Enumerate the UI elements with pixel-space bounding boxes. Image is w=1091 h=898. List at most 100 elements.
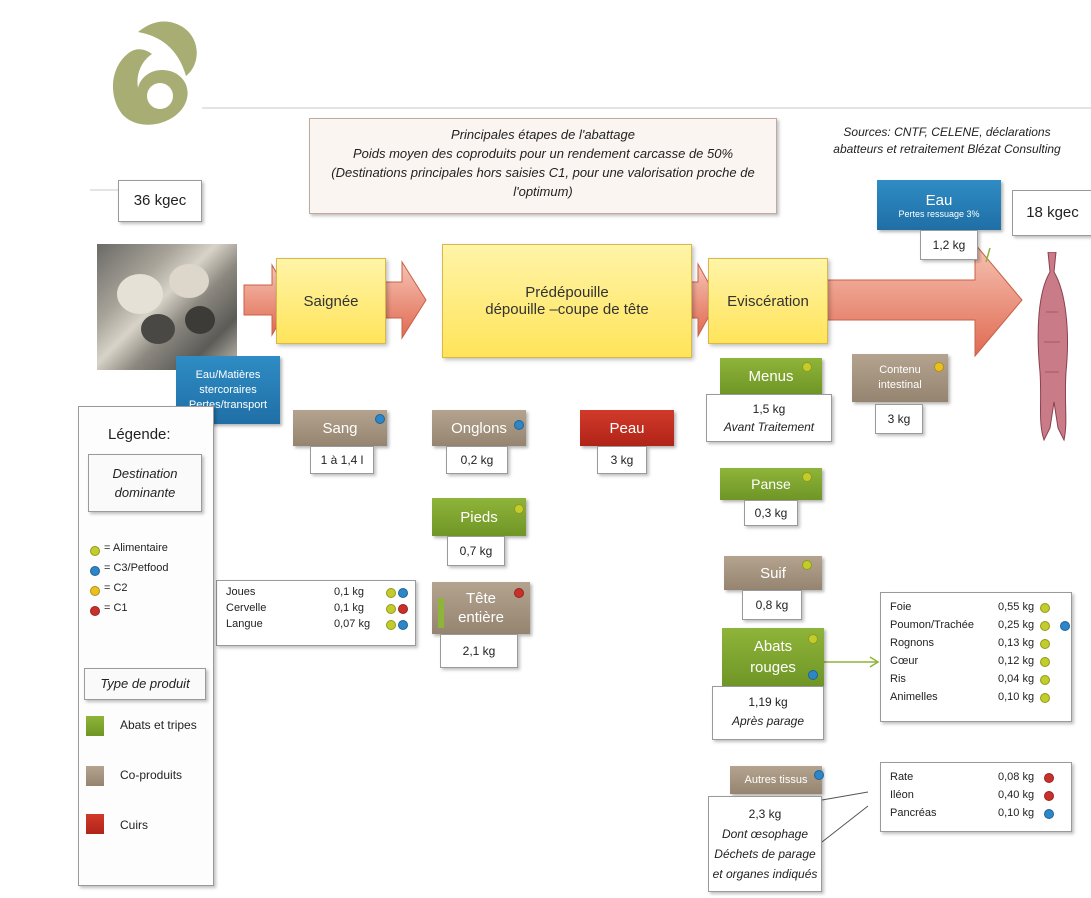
eau-value: 1,2 kg	[920, 230, 978, 260]
sang-dot	[375, 414, 385, 424]
abats-row-value: 0,10 kg	[998, 691, 1035, 703]
header-line-2: Poids moyen des coproduits pour un rende…	[352, 146, 734, 161]
abats-row-name: Poumon/Trachée	[890, 619, 974, 631]
dot-alimentaire	[1040, 693, 1050, 703]
sang-value: 1 à 1,4 l	[310, 446, 374, 474]
sang-tag: Sang	[293, 410, 387, 446]
abats-row-value: 0,04 kg	[998, 673, 1035, 685]
suif-dot	[802, 560, 812, 570]
autres-details-box	[880, 762, 1072, 832]
live-weight-box: 36 kgec	[118, 180, 202, 222]
panse-dot	[802, 472, 812, 482]
abats-row-name: Ris	[890, 673, 906, 685]
step-saignee: Saignée	[276, 258, 386, 344]
abats-row-name: Rognons	[890, 637, 935, 649]
autres-row-value: 0,10 kg	[998, 807, 1035, 819]
abats-row-value: 0,25 kg	[998, 619, 1035, 631]
onglons-dot	[514, 420, 524, 430]
legend-c1: = C1	[104, 602, 128, 614]
autres-row-value: 0,08 kg	[998, 771, 1035, 783]
legend-swatch-cuirs	[86, 814, 104, 834]
menus-value-2: Avant Traitement	[723, 420, 815, 434]
tete-details-list: Joues 0,1 kg Cervelle 0,1 kg Langue 0,07…	[226, 584, 412, 632]
dot-alimentaire	[1040, 603, 1050, 613]
header-line-1: Principales étapes de l'abattage	[451, 127, 635, 142]
legend-destination-2: dominante	[114, 485, 176, 500]
step-predepouille-line-1: Prédépouille	[525, 284, 609, 301]
contenu-tag: Contenu intestinal	[852, 354, 948, 402]
legend-dot-c3	[90, 566, 100, 576]
menus-value: 1,5 kg Avant Traitement	[706, 394, 832, 442]
company-logo	[100, 18, 210, 130]
abats-value: 1,19 kg Après parage	[712, 686, 824, 740]
contenu-value: 3 kg	[875, 404, 923, 434]
dot-c1	[1044, 791, 1054, 801]
abats-value-1: 1,19 kg	[748, 695, 788, 709]
legend-swatch-abats	[86, 716, 104, 736]
eau-connector	[985, 247, 991, 263]
legend-c3: = C3/Petfood	[104, 562, 169, 574]
legend-abats: Abats et tripes	[120, 718, 197, 732]
autres-dot	[814, 770, 824, 780]
dot-c3	[398, 588, 408, 598]
tete-row-value: 0,1 kg	[334, 586, 364, 598]
eau-tag: Eau Pertes ressuage 3%	[877, 180, 1001, 230]
legend-c2: = C2	[104, 582, 128, 594]
tete-marker	[438, 598, 444, 628]
autres-value-1: 2,3 kg	[748, 807, 782, 821]
panse-tag: Panse	[720, 468, 822, 500]
eau-matieres-line-2: stercoraires	[199, 383, 257, 396]
dot-c3	[398, 620, 408, 630]
sources-line-1: Sources: CNTF, CELENE, déclarations	[843, 125, 1051, 139]
tete-details-box	[216, 580, 416, 646]
step-predepouille: Prédépouille dépouille –coupe de tête	[442, 244, 692, 358]
autres-row-value: 0,40 kg	[998, 789, 1035, 801]
tete-dot	[514, 588, 524, 598]
menus-dot	[802, 362, 812, 372]
pieds-dot	[514, 504, 524, 514]
tete-tag: Tête entière	[432, 582, 530, 634]
abats-tag: Abats rouges	[722, 628, 824, 686]
peau-tag: Peau	[580, 410, 674, 446]
abats-value-2: Après parage	[731, 714, 805, 728]
dot-alimentaire	[386, 588, 396, 598]
header-line-3: (Destinations principales hors saisies C…	[331, 165, 755, 180]
header-box: Principales étapes de l'abattage Poids m…	[309, 118, 777, 214]
abats-row-value: 0,12 kg	[998, 655, 1035, 667]
tete-row-name: Cervelle	[226, 602, 267, 614]
autres-row-pancreas: Pancréas 0,10 kg	[890, 804, 1080, 822]
abats-row-value: 0,13 kg	[998, 637, 1035, 649]
peau-value: 3 kg	[597, 446, 647, 474]
contenu-label-2: intestinal	[878, 379, 922, 391]
dot-alimentaire	[386, 620, 396, 630]
onglons-tag: Onglons	[432, 410, 526, 446]
autres-tag: Autres tissus	[730, 766, 822, 794]
autres-connector	[821, 791, 869, 801]
contenu-label-1: Contenu	[879, 364, 921, 376]
pieds-value: 0,7 kg	[447, 536, 505, 566]
carcass-weight-box: 18 kgec	[1012, 190, 1091, 236]
autres-row-name: Iléon	[890, 789, 914, 801]
autres-row-name: Rate	[890, 771, 914, 783]
sheep-photo	[97, 244, 237, 370]
abats-row-rognons: Rognons 0,13 kg	[890, 634, 1080, 652]
autres-row-name: Pancréas	[890, 807, 937, 819]
dot-alimentaire	[386, 604, 396, 614]
eau-label: Eau	[925, 191, 953, 209]
legend-coproduits: Co-produits	[120, 768, 183, 782]
dot-alimentaire	[1040, 621, 1050, 631]
legend-alimentaire: = Alimentaire	[104, 542, 168, 554]
autres-row-ileon: Iléon 0,40 kg	[890, 786, 1080, 804]
abats-row-coeur: Cœur 0,12 kg	[890, 652, 1080, 670]
tete-row-name: Langue	[226, 618, 263, 630]
abats-row-name: Animelles	[890, 691, 938, 703]
dot-alimentaire	[1040, 675, 1050, 685]
arrow-4	[825, 242, 1023, 358]
legend-title: Légende:	[108, 426, 171, 443]
abats-row-ris: Ris 0,04 kg	[890, 670, 1080, 688]
abats-details-list: Foie 0,55 kg Poumon/Trachée 0,25 kg Rogn…	[890, 598, 1080, 706]
abats-label-2: rouges	[750, 659, 796, 676]
eau-matieres-line-1: Eau/Matières	[195, 368, 261, 381]
tete-label-2: entière	[458, 609, 504, 626]
panse-value: 0,3 kg	[744, 500, 798, 526]
